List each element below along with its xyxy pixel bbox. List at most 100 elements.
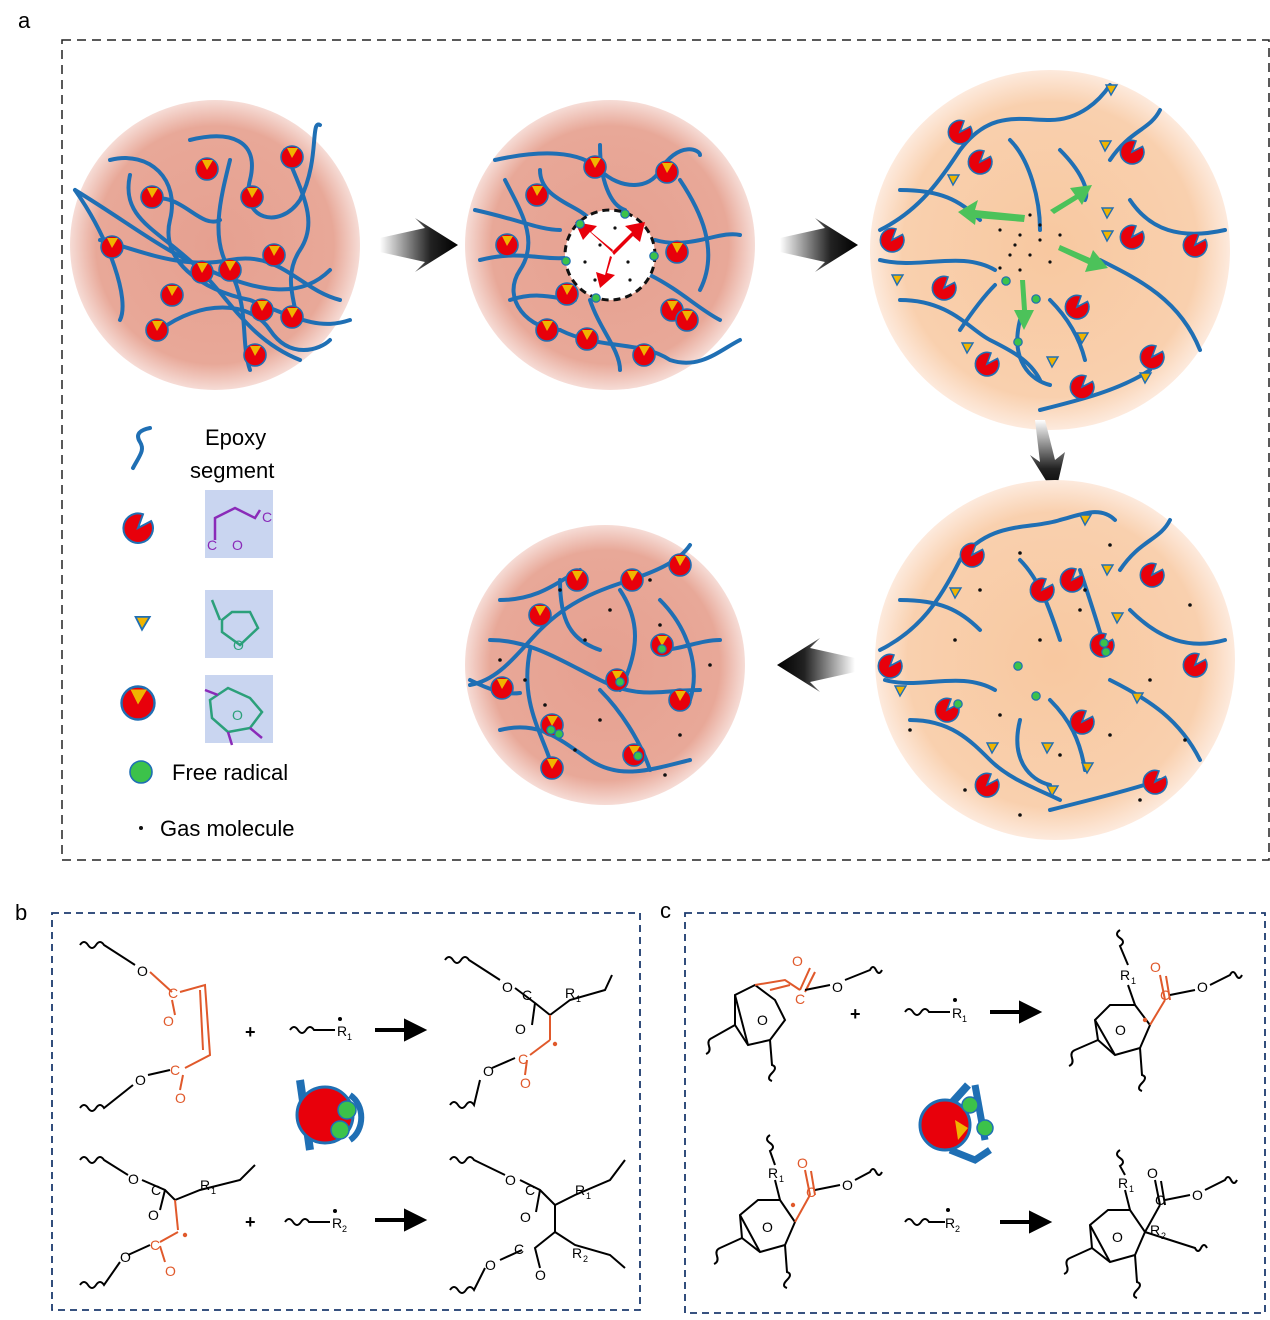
- panel-a-frame: [61, 39, 1270, 861]
- legend-free-radical: Free radical: [172, 760, 288, 785]
- sphere-radical-recombination: [875, 480, 1235, 840]
- svg-text:R: R: [575, 1182, 585, 1198]
- arrow-right-2: [780, 218, 858, 272]
- svg-text:C: C: [1155, 1192, 1165, 1208]
- legend-epoxy-line2: segment: [190, 458, 274, 483]
- expansion-arrows: [958, 185, 1108, 330]
- svg-text:C: C: [514, 1241, 524, 1257]
- svg-text:1: 1: [779, 1174, 784, 1184]
- panel-c-mechanism-icon: [918, 1082, 994, 1164]
- svg-text:O: O: [485, 1257, 496, 1273]
- svg-text:R: R: [952, 1005, 962, 1021]
- svg-text:R: R: [1118, 1175, 1128, 1191]
- panel-b-mechanism-icon: [295, 1079, 365, 1151]
- svg-text:2: 2: [955, 1224, 960, 1234]
- panel-c-scheme: [705, 929, 1243, 1299]
- svg-text:1: 1: [576, 994, 581, 1004]
- legend-struct2-o: O: [233, 637, 244, 653]
- arrow-down: [1030, 420, 1065, 495]
- svg-text:O: O: [165, 1263, 176, 1279]
- panel-b-scheme: [79, 941, 626, 1294]
- legend-struct1-c: C: [207, 537, 217, 553]
- furan-triangle-icon: [134, 615, 151, 631]
- maleimide-pacman-icon: [122, 512, 154, 544]
- svg-text:O: O: [1112, 1229, 1123, 1245]
- svg-text:C: C: [525, 1182, 535, 1198]
- sphere-gas-release: [870, 70, 1230, 430]
- svg-text:O: O: [797, 1155, 808, 1171]
- crosslink-icon: [280, 145, 304, 169]
- oxanorbornene-icon: [208, 686, 264, 734]
- crosslink-icon: [262, 243, 286, 267]
- furan-ring-icon: [210, 599, 260, 647]
- svg-text:O: O: [1115, 1022, 1126, 1038]
- svg-text:1: 1: [211, 1186, 216, 1196]
- svg-text:C: C: [518, 1051, 528, 1067]
- panel-b-labels: O C O C O O + R 1 O C O R 1 C O O O C O …: [120, 963, 591, 1283]
- crosslink-icon: [250, 298, 274, 322]
- panel-c-frame: [684, 912, 1266, 1314]
- svg-text:C: C: [150, 1237, 160, 1253]
- svg-text:R: R: [332, 1215, 342, 1231]
- legend-structure-box-1: [205, 490, 273, 558]
- sphere-bond-breaking: [465, 100, 755, 390]
- crosslink-icon: [100, 235, 124, 259]
- svg-text:O: O: [792, 953, 803, 969]
- svg-text:+: +: [850, 1004, 861, 1024]
- crosslink-icon: [140, 185, 164, 209]
- crosslink-icon: [145, 318, 169, 342]
- svg-text:1: 1: [962, 1014, 967, 1024]
- svg-text:2: 2: [342, 1224, 347, 1234]
- svg-text:O: O: [1147, 1165, 1158, 1181]
- svg-text:C: C: [168, 985, 178, 1001]
- svg-text:1: 1: [1129, 1184, 1134, 1194]
- burst-arrows: [575, 222, 645, 288]
- svg-text:R: R: [1120, 967, 1130, 983]
- panel-c-letter: c: [660, 898, 671, 923]
- svg-text:O: O: [120, 1249, 131, 1265]
- svg-text:O: O: [520, 1075, 531, 1091]
- svg-text:O: O: [515, 1021, 526, 1037]
- crosslink-icon: [160, 283, 184, 307]
- epoxy-segment-icon: [131, 426, 152, 470]
- svg-text:O: O: [502, 979, 513, 995]
- arrow-right-1: [380, 218, 458, 272]
- svg-text:O: O: [148, 1207, 159, 1223]
- panel-a-letter: a: [18, 8, 31, 33]
- panel-c-labels: O C O O + R 1 R 1 O C O O R 1 O C O O R …: [757, 953, 1208, 1245]
- svg-text:O: O: [762, 1219, 773, 1235]
- svg-text:C: C: [1160, 987, 1170, 1003]
- crosslink-icon: [240, 185, 264, 209]
- crosslink-icon: [280, 305, 304, 329]
- legend-struct1-c2: C: [262, 509, 272, 525]
- svg-text:C: C: [806, 1184, 816, 1200]
- svg-text:O: O: [137, 963, 148, 979]
- crosslink-icon: [195, 157, 219, 181]
- svg-text:R: R: [768, 1165, 778, 1181]
- legend-gas-molecule: Gas molecule: [160, 816, 295, 841]
- svg-text:O: O: [163, 1013, 174, 1029]
- svg-text:O: O: [1192, 1187, 1203, 1203]
- svg-text:1: 1: [1131, 976, 1136, 986]
- svg-text:O: O: [175, 1090, 186, 1106]
- crosslink-icon: [218, 258, 242, 282]
- free-radical-icon: [129, 760, 153, 784]
- svg-text:+: +: [245, 1212, 256, 1232]
- panel-b-letter: b: [15, 900, 27, 925]
- svg-text:O: O: [128, 1171, 139, 1187]
- panel-b-frame: [51, 912, 641, 1311]
- svg-text:O: O: [483, 1063, 494, 1079]
- legend-structure-box-2: [205, 590, 273, 658]
- legend-epoxy-line1: Epoxy: [205, 425, 266, 450]
- svg-text:R: R: [945, 1215, 955, 1231]
- gas-molecule-icon: [139, 826, 143, 830]
- crosslink-icon: [190, 260, 214, 284]
- legend-struct1-o: O: [232, 537, 243, 553]
- svg-text:O: O: [832, 979, 843, 995]
- svg-text:R: R: [1150, 1222, 1160, 1238]
- svg-text:1: 1: [347, 1032, 352, 1042]
- svg-text:R: R: [200, 1177, 210, 1193]
- svg-text:C: C: [795, 991, 805, 1007]
- svg-text:2: 2: [583, 1254, 588, 1264]
- da-adduct-icon: [120, 685, 156, 721]
